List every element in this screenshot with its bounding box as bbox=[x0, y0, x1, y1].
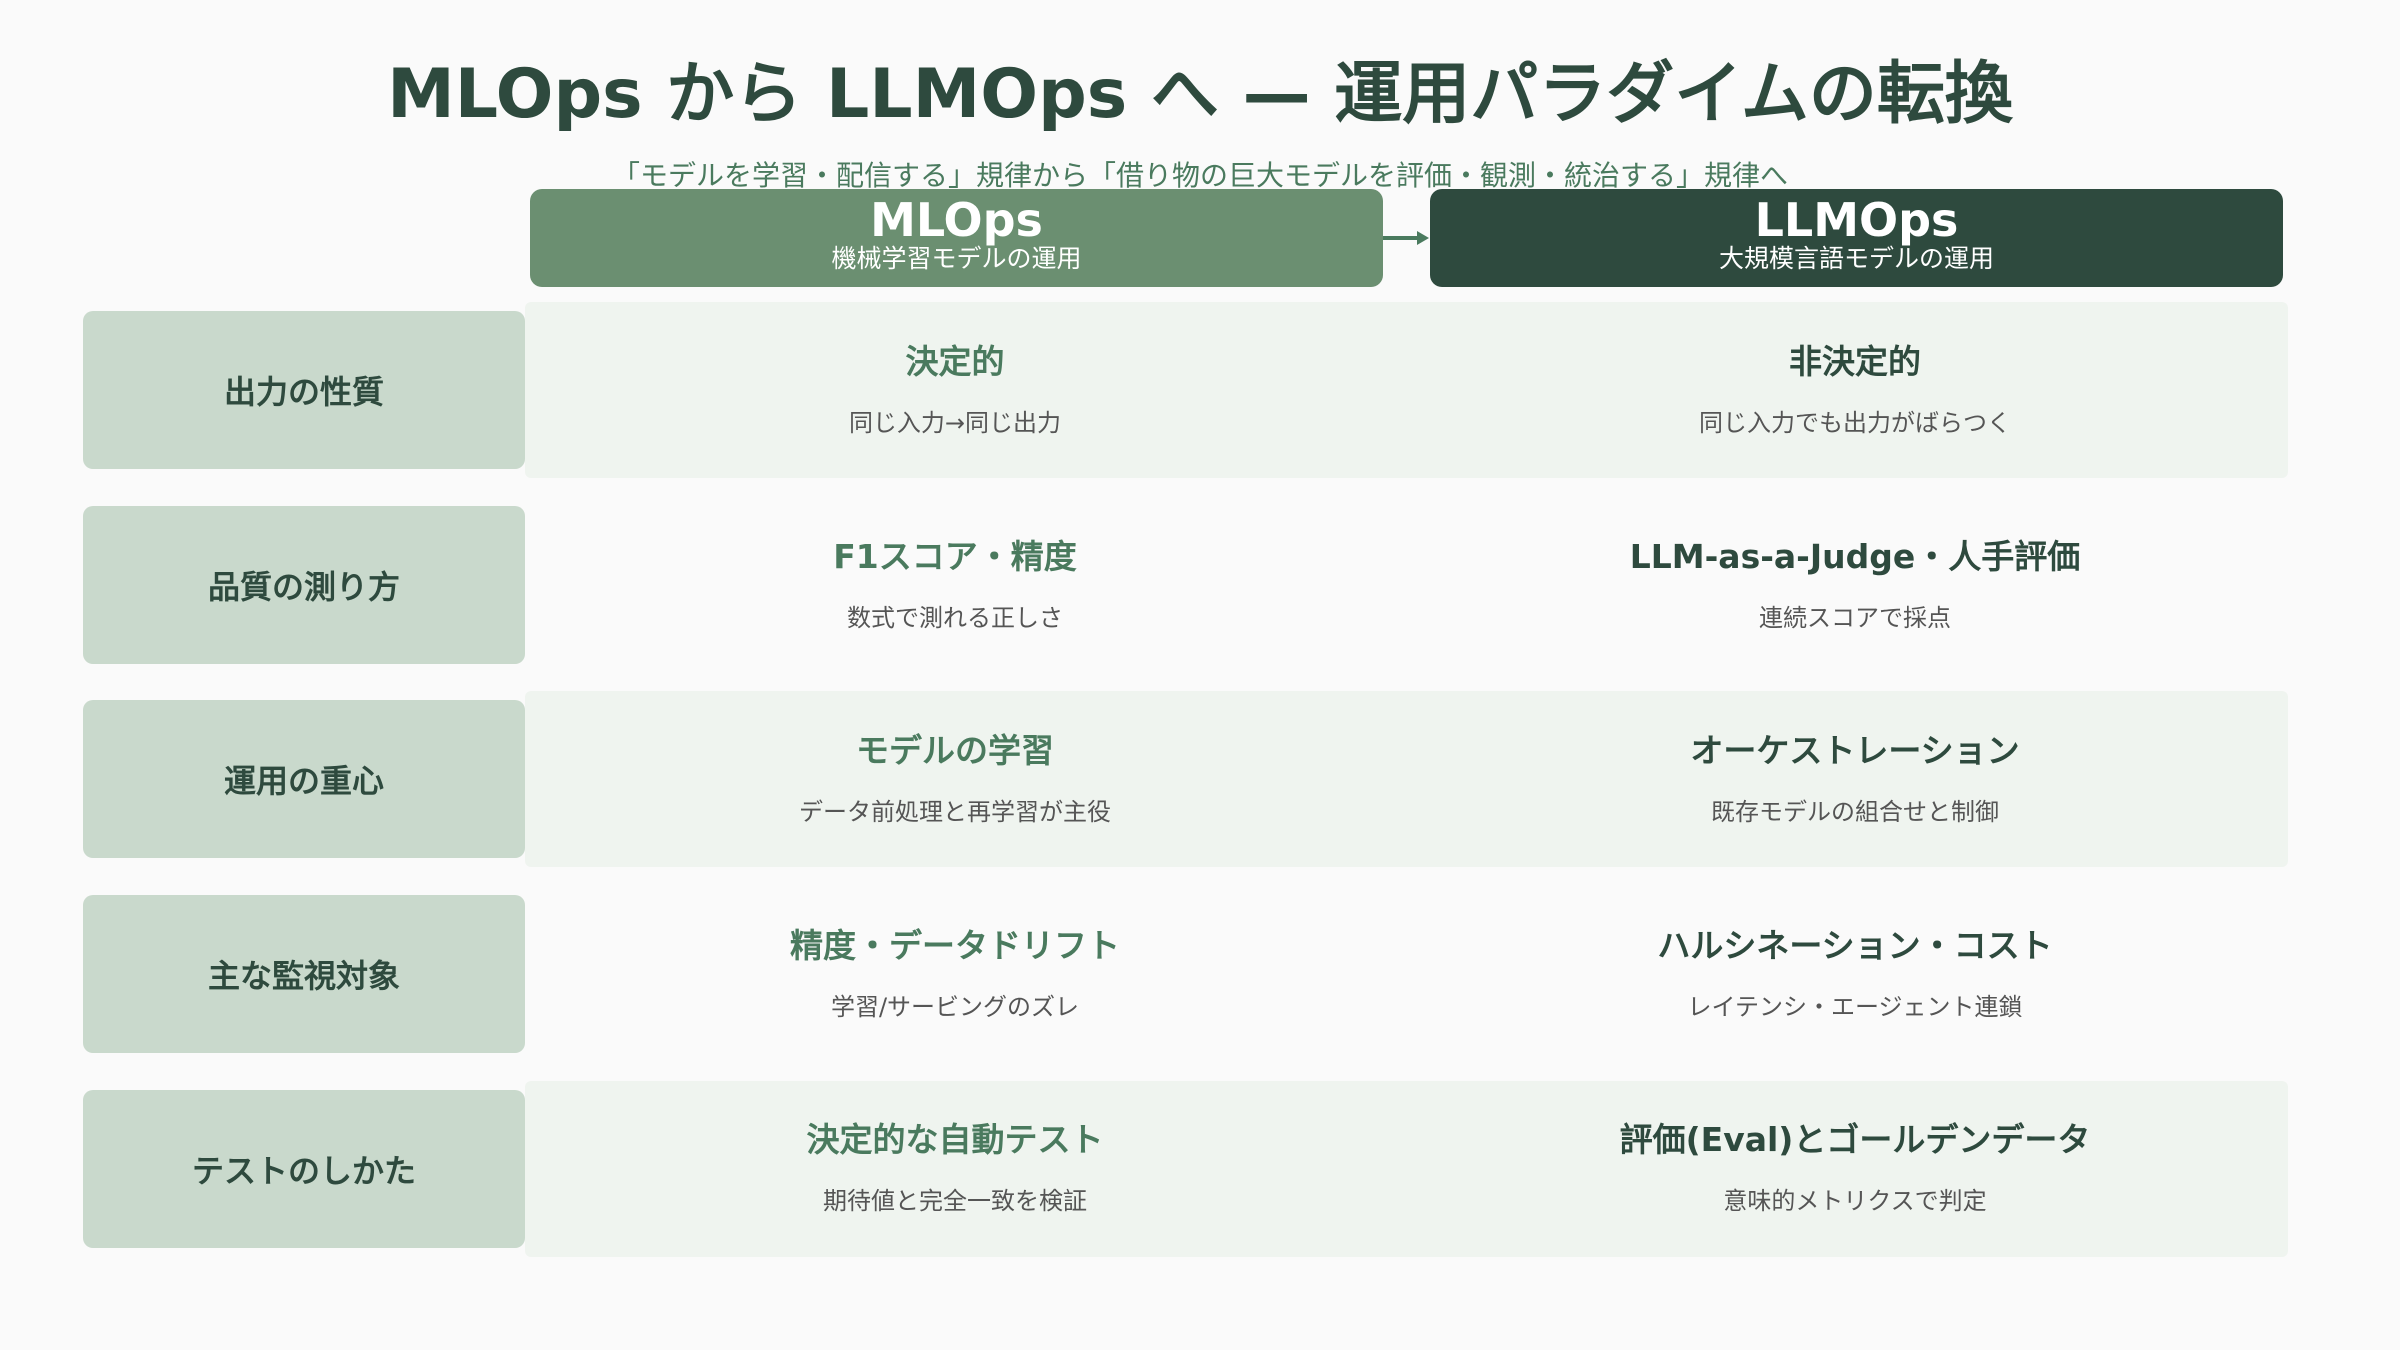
mlops-cell: 決定的 同じ入力→同じ出力 bbox=[505, 340, 1405, 438]
row-label: テストのしかた bbox=[83, 1090, 525, 1248]
cell-sub-text: 意味的メトリクスで判定 bbox=[1723, 1187, 1987, 1215]
llmops-cell: 評価(Eval)とゴールデンデータ 意味的メトリクスで判定 bbox=[1405, 1118, 2305, 1216]
cell-main-text: 評価(Eval)とゴールデンデータ bbox=[1619, 1120, 2091, 1159]
cell-main-text: F1スコア・精度 bbox=[833, 537, 1077, 576]
mlops-cell: 決定的な自動テスト 期待値と完全一致を検証 bbox=[505, 1118, 1405, 1216]
cell-sub-text: 数式で測れる正しさ bbox=[847, 604, 1063, 632]
cell-main-text: 非決定的 bbox=[1789, 342, 1921, 381]
mlops-column-header: MLOps 機械学習モデルの運用 bbox=[530, 189, 1383, 287]
cell-main-text: 決定的な自動テスト bbox=[806, 1120, 1104, 1159]
cell-sub-text: 期待値と完全一致を検証 bbox=[823, 1187, 1087, 1215]
llmops-cell: 非決定的 同じ入力でも出力がばらつく bbox=[1405, 340, 2305, 438]
row-label: 品質の測り方 bbox=[83, 506, 525, 664]
llmops-cell: ハルシネーション・コスト レイテンシ・エージェント連鎖 bbox=[1405, 924, 2305, 1022]
mlops-header-title: MLOps bbox=[870, 193, 1043, 247]
llmops-cell: オーケストレーション 既存モデルの組合せと制御 bbox=[1405, 729, 2305, 827]
llmops-cell: LLM-as-a-Judge・人手評価 連続スコアで採点 bbox=[1405, 535, 2305, 633]
row-label: 運用の重心 bbox=[83, 700, 525, 858]
transition-arrow-icon bbox=[1383, 231, 1429, 245]
mlops-cell: F1スコア・精度 数式で測れる正しさ bbox=[505, 535, 1405, 633]
cell-sub-text: 同じ入力→同じ出力 bbox=[848, 409, 1062, 437]
llmops-header-subtitle: 大規模言語モデルの運用 bbox=[1718, 244, 1994, 273]
cell-sub-text: レイテンシ・エージェント連鎖 bbox=[1687, 993, 2023, 1021]
cell-sub-text: 既存モデルの組合せと制御 bbox=[1711, 798, 1999, 826]
cell-main-text: ハルシネーション・コスト bbox=[1657, 926, 2053, 965]
cell-sub-text: 学習/サービングのズレ bbox=[830, 993, 1080, 1021]
mlops-cell: 精度・データドリフト 学習/サービングのズレ bbox=[505, 924, 1405, 1022]
llmops-header-title: LLMOps bbox=[1754, 193, 1959, 247]
row-band bbox=[525, 691, 2288, 867]
row-label: 出力の性質 bbox=[83, 311, 525, 469]
cell-main-text: 精度・データドリフト bbox=[790, 926, 1120, 965]
mlops-cell: モデルの学習 データ前処理と再学習が主役 bbox=[505, 729, 1405, 827]
page-subtitle: 「モデルを学習・配信する」規律から「借り物の巨大モデルを評価・観測・統治する」規… bbox=[611, 159, 1788, 192]
page-title: MLOps から LLMOps へ — 運用パラダイムの転換 bbox=[387, 55, 2013, 134]
row-band bbox=[525, 1081, 2288, 1257]
cell-sub-text: データ前処理と再学習が主役 bbox=[799, 798, 1111, 826]
cell-sub-text: 連続スコアで採点 bbox=[1759, 604, 1951, 632]
cell-sub-text: 同じ入力でも出力がばらつく bbox=[1699, 409, 2011, 437]
row-band bbox=[525, 302, 2288, 478]
cell-main-text: モデルの学習 bbox=[856, 731, 1054, 770]
cell-main-text: LLM-as-a-Judge・人手評価 bbox=[1629, 537, 2081, 576]
llmops-column-header: LLMOps 大規模言語モデルの運用 bbox=[1430, 189, 2283, 287]
cell-main-text: 決定的 bbox=[905, 342, 1005, 381]
mlops-header-subtitle: 機械学習モデルの運用 bbox=[831, 244, 1082, 273]
cell-main-text: オーケストレーション bbox=[1690, 731, 2020, 770]
row-label: 主な監視対象 bbox=[83, 895, 525, 1053]
